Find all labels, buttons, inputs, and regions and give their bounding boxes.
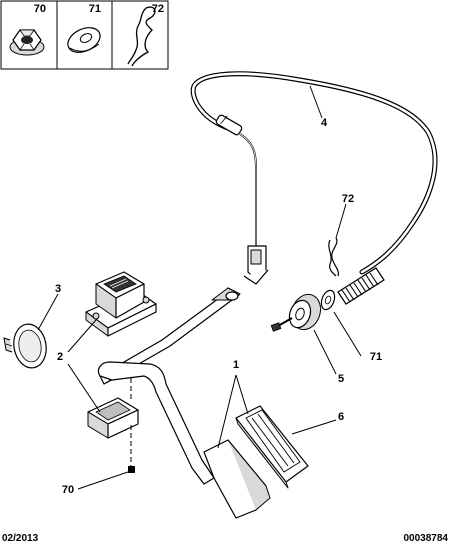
leader-lines — [37, 85, 362, 490]
cable-threaded-end — [337, 267, 385, 305]
cable-washer — [320, 289, 336, 311]
hairpin-clip-icon — [127, 6, 156, 67]
cable-grommet — [270, 293, 322, 332]
callout-3: 3 — [55, 283, 61, 295]
pedal-rubber-pad — [235, 405, 309, 489]
cable-clip — [328, 237, 339, 277]
inset-label-71: 71 — [89, 3, 101, 15]
footer-reference: 00038784 — [404, 533, 449, 544]
cable-sleeve — [215, 114, 243, 136]
callout-4: 4 — [321, 117, 328, 129]
throttle-cable — [190, 71, 438, 332]
callout-1: 1 — [233, 359, 239, 371]
callout-72: 72 — [342, 193, 354, 205]
cable-end-bracket — [243, 245, 269, 285]
callout-6: 6 — [338, 411, 344, 423]
washer-icon — [67, 27, 101, 53]
callout-5: 5 — [338, 373, 344, 385]
pedal-bracket — [85, 271, 157, 337]
pedal-arm — [97, 287, 271, 519]
plastic-rivet — [3, 323, 47, 369]
callout-2: 2 — [57, 351, 63, 363]
callout-70: 70 — [62, 484, 74, 496]
footer-date: 02/2013 — [2, 533, 39, 544]
nut-marker — [128, 466, 135, 473]
callout-71: 71 — [370, 351, 382, 363]
inset-parts-box: 70 71 72 — [0, 0, 169, 70]
inset-label-70: 70 — [34, 3, 46, 15]
floor-block — [87, 397, 139, 439]
flange-nut-icon — [9, 29, 45, 56]
